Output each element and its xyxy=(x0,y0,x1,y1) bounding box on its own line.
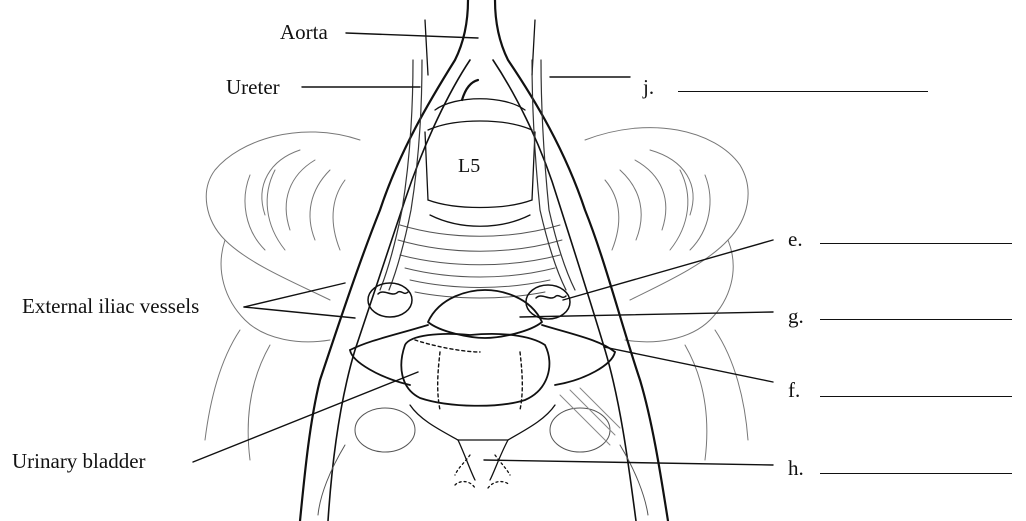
obturator-regions xyxy=(318,388,648,515)
answer-blank-f xyxy=(820,396,1012,397)
vertebra-label-l5: L5 xyxy=(458,155,480,177)
external-iliac-leader-lower xyxy=(244,307,355,318)
aorta-leader xyxy=(346,33,478,38)
bladder xyxy=(401,334,549,410)
bladder-leader xyxy=(193,372,418,462)
answer-blank-g xyxy=(820,319,1012,320)
label-f: f. xyxy=(788,378,800,402)
answer-blank-e xyxy=(820,243,1012,244)
ureter-label: Ureter xyxy=(226,75,280,99)
lumbar-spine xyxy=(425,20,535,226)
label-j: j. xyxy=(643,75,654,99)
g-leader xyxy=(520,312,773,317)
label-h: h. xyxy=(788,456,804,480)
ovaries xyxy=(368,283,570,319)
external-iliac-vessels-label: External iliac vessels xyxy=(22,294,199,318)
aorta-label: Aorta xyxy=(280,20,328,44)
iliac-wing-right xyxy=(585,128,748,460)
answer-blank-h xyxy=(820,473,1012,474)
e-leader xyxy=(563,240,773,300)
label-g: g. xyxy=(788,304,804,328)
external-iliac-leader-upper xyxy=(244,283,345,307)
label-e: e. xyxy=(788,227,803,251)
pelvic-floor xyxy=(410,405,555,488)
uterus xyxy=(350,290,615,385)
answer-blank-j xyxy=(678,91,928,92)
urinary-bladder-label: Urinary bladder xyxy=(12,449,146,473)
aorta-vessel xyxy=(300,0,668,521)
iliac-wing-left xyxy=(205,132,360,460)
leader-lines xyxy=(193,33,773,465)
